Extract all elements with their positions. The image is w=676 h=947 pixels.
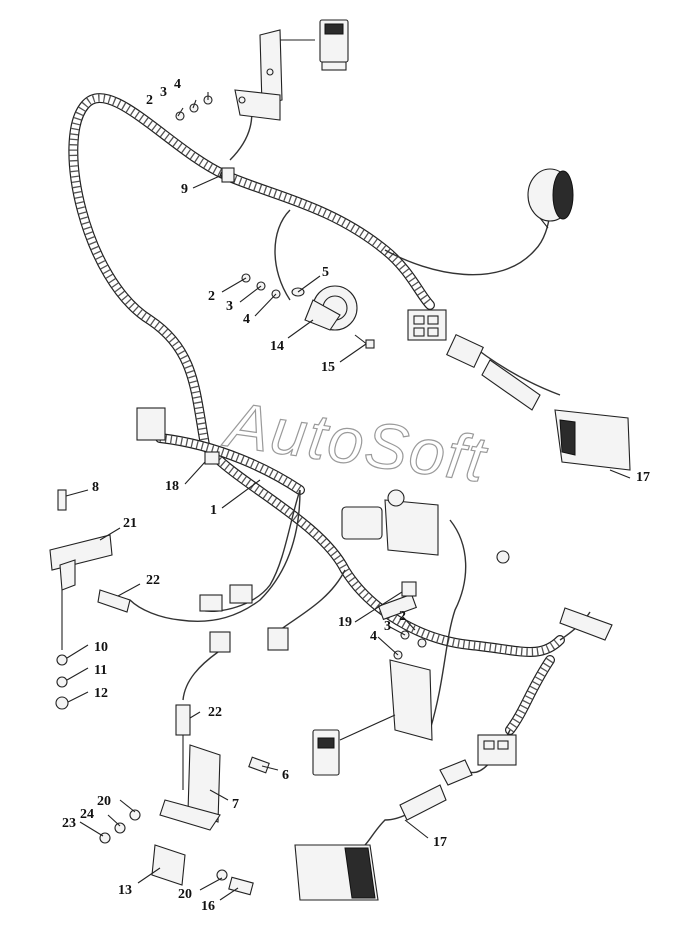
callout-1: 1: [210, 503, 217, 518]
callout-9: 9: [181, 182, 188, 197]
callout-14: 14: [270, 339, 284, 354]
callout-24: 24: [80, 807, 94, 822]
callout-18: 18: [165, 479, 179, 494]
callout-3: 3: [160, 85, 167, 100]
leader-lines: [65, 92, 631, 901]
main-harness: [68, 93, 565, 735]
callout-4: 4: [243, 312, 250, 327]
harness-clamps: [204, 167, 417, 597]
center-connector: [407, 309, 447, 341]
callout-22: 22: [208, 705, 222, 720]
callout-11: 11: [94, 663, 107, 678]
top-bracket-relay: [234, 19, 349, 121]
callout-5: 5: [322, 265, 329, 280]
callout-2: 2: [208, 289, 215, 304]
callout-12: 12: [94, 686, 108, 701]
left-bracket-sensor: [49, 489, 253, 710]
callout-22: 22: [146, 573, 160, 588]
center-module: [341, 489, 510, 564]
rear-lamp-lower: [294, 734, 517, 901]
watermark-text: AutoSoft: [218, 388, 491, 496]
lower-sensor-bracket: [99, 631, 270, 896]
callout-7: 7: [232, 797, 239, 812]
left-connector-box: [136, 407, 166, 441]
callout-17: 17: [636, 470, 650, 485]
callout-23: 23: [62, 816, 76, 831]
callout-21: 21: [123, 516, 137, 531]
callout-3: 3: [226, 299, 233, 314]
callout-20: 20: [178, 887, 192, 902]
callout-6: 6: [282, 768, 289, 783]
callout-20: 20: [97, 794, 111, 809]
callout-13: 13: [118, 883, 132, 898]
callout-8: 8: [92, 480, 99, 495]
rear-lamp-upper: [446, 333, 631, 471]
callout-19: 19: [338, 615, 352, 630]
callout-labels: 2 3 4 9 2 3 4 5 14 15 17 18 1 8 21 22 19…: [62, 77, 650, 914]
callout-2: 2: [399, 609, 406, 624]
lower-right-bracket-relay: [267, 593, 613, 776]
switch-assembly: [291, 285, 375, 349]
callout-4: 4: [370, 629, 377, 644]
callout-16: 16: [201, 899, 215, 914]
callout-17: 17: [433, 835, 447, 850]
callout-2: 2: [146, 93, 153, 108]
fasteners: [175, 95, 281, 299]
callout-4: 4: [174, 77, 181, 92]
callout-10: 10: [94, 640, 108, 655]
callout-15: 15: [321, 360, 335, 375]
callout-3: 3: [384, 619, 391, 634]
round-lamp: [527, 168, 574, 229]
